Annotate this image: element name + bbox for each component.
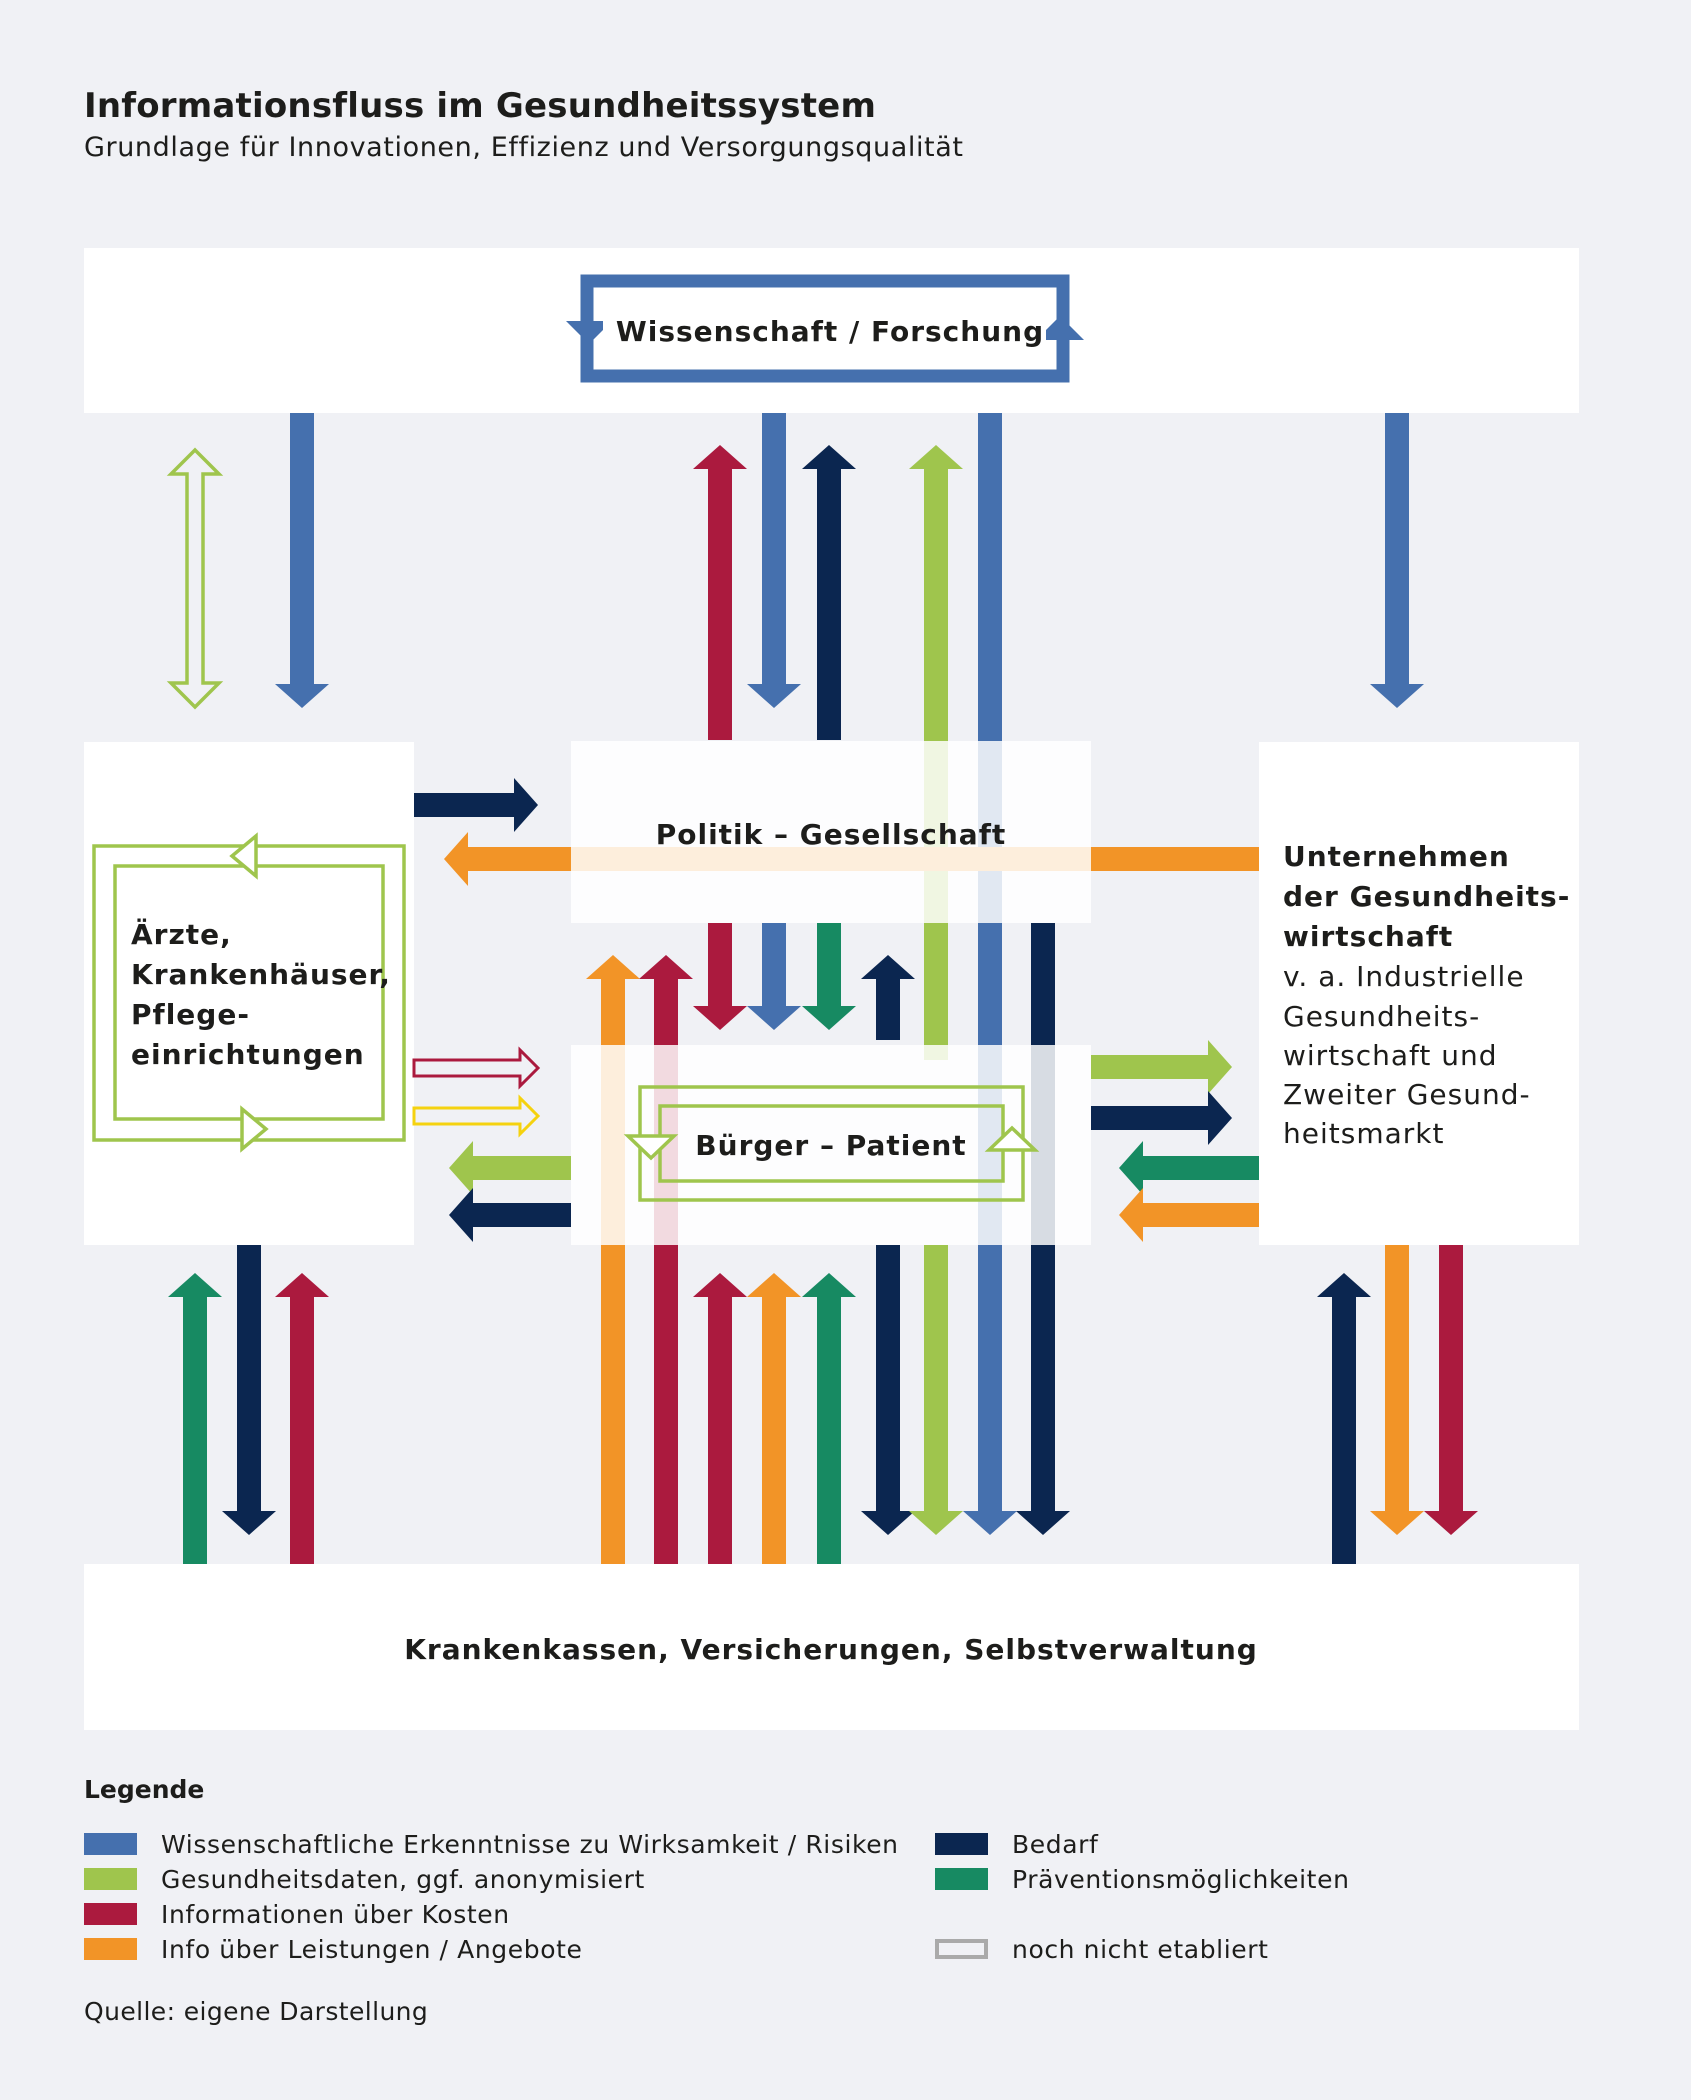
companies-line: wirtschaft: [1283, 920, 1453, 953]
legend-item: Gesundheitsdaten, ggf. anonymisiert: [84, 1864, 645, 1894]
legend-item: Bedarf: [935, 1829, 1098, 1859]
citizen-label: Bürger – Patient: [695, 1129, 966, 1162]
legend-label: Wissenschaftliche Erkenntnisse zu Wirksa…: [161, 1829, 899, 1859]
loop-arrowhead: [984, 1125, 1040, 1152]
flow-arrow: [802, 923, 856, 1030]
page-subtitle: Grundlage für Innovationen, Effizienz un…: [84, 132, 964, 163]
loops-layer: [92, 274, 1084, 1202]
flow-arrow: [449, 1141, 571, 1195]
pending-arrow: [166, 447, 224, 710]
companies-line: der Gesundheits-: [1283, 880, 1570, 913]
loop-arrowhead: [240, 1105, 269, 1153]
flow-arrow: [1317, 1273, 1371, 1564]
flow-arrow: [222, 1245, 276, 1535]
loop-arrowhead: [623, 1134, 679, 1161]
companies-line: wirtschaft und: [1283, 1039, 1498, 1072]
legend-swatch: [84, 1938, 137, 1960]
politics-label: Politik – Gesellschaft: [656, 818, 1007, 851]
flow-arrow: [1370, 1245, 1424, 1535]
legend-label: Präventionsmöglichkeiten: [1012, 1864, 1350, 1894]
box-companies: [1259, 742, 1579, 1245]
legend-item: noch nicht etabliert: [935, 1934, 1269, 1964]
legend-label: Gesundheitsdaten, ggf. anonymisiert: [161, 1864, 645, 1894]
loop-arrowhead: [566, 321, 612, 344]
legend-item: Wissenschaftliche Erkenntnisse zu Wirksa…: [84, 1829, 899, 1859]
flow-arrow: [449, 1188, 571, 1242]
legend-item: Informationen über Kosten: [84, 1899, 510, 1929]
pending-arrow: [412, 1094, 541, 1138]
flow-arrow: [802, 445, 856, 740]
flow-arrow: [693, 923, 747, 1030]
science-label-bg: [603, 293, 1046, 364]
flow-arrow: [639, 955, 693, 1564]
flow-arrow: [693, 445, 747, 740]
flow-arrow: [1119, 1188, 1259, 1242]
legend-swatch: [935, 1833, 988, 1855]
legend-swatch: [935, 1868, 988, 1890]
companies-line: Zweiter Gesund-: [1283, 1078, 1531, 1111]
box-doctors: [84, 742, 414, 1245]
box-politics: [571, 741, 1091, 923]
companies-label: Unternehmen der Gesundheits- wirtschaft …: [1283, 840, 1580, 1150]
flow-arrow: [802, 1273, 856, 1564]
companies-line: Unternehmen: [1283, 840, 1510, 873]
box-insurance: [84, 1564, 1579, 1730]
legend-swatch: [84, 1903, 137, 1925]
legend-label: Bedarf: [1012, 1829, 1099, 1859]
doctors-line: einrichtungen: [131, 1038, 365, 1071]
companies-line: v. a. Industrielle: [1283, 960, 1525, 993]
flow-arrow: [861, 1245, 915, 1535]
legend-label: Informationen über Kosten: [161, 1899, 510, 1929]
legend-item: Info über Leistungen / Angebote: [84, 1934, 582, 1964]
page-title: Informationsfluss im Gesundheitssystem: [84, 86, 877, 126]
flow-arrow: [275, 413, 329, 708]
flow-arrow: [693, 1273, 747, 1564]
legend-swatch-outline: [935, 1939, 988, 1959]
pending-arrow: [412, 1046, 541, 1090]
flow-arrow: [586, 955, 640, 1564]
flow-arrow: [1119, 1141, 1259, 1195]
loop-arrowhead: [229, 832, 258, 880]
insurance-label: Krankenkassen, Versicherungen, Selbstver…: [404, 1633, 1258, 1666]
legend-swatch: [84, 1833, 137, 1855]
legend-label: Info über Leistungen / Angebote: [161, 1934, 583, 1964]
flow-arrow: [909, 1245, 963, 1535]
legend-label: noch nicht etabliert: [1012, 1934, 1269, 1964]
doctors-line: Ärzte,: [131, 917, 232, 951]
flow-arrow: [963, 413, 1017, 1535]
legend-swatch: [84, 1868, 137, 1890]
science-label: Wissenschaft / Forschung: [616, 315, 1044, 348]
flow-arrow: [1091, 1040, 1232, 1094]
flow-arrow: [275, 1273, 329, 1564]
legend-item: Präventionsmöglichkeiten: [935, 1864, 1350, 1894]
flow-arrow: [414, 778, 538, 832]
doctors-line: Krankenhäuser,: [131, 958, 391, 991]
flow-arrow: [747, 1273, 801, 1564]
source-note: Quelle: eigene Darstellung: [84, 1997, 429, 2026]
flow-arrow: [1370, 413, 1424, 708]
flow-arrow: [861, 955, 915, 1040]
legend-heading: Legende: [84, 1775, 205, 1804]
loop-arrowhead: [1036, 316, 1084, 340]
companies-line: Gesundheits-: [1283, 1000, 1480, 1033]
flow-arrow: [1091, 1091, 1232, 1145]
flow-arrow: [1424, 1245, 1478, 1535]
flow-arrow: [168, 1273, 222, 1564]
flow-arrow: [747, 413, 801, 708]
flow-arrow: [747, 923, 801, 1030]
doctors-line: Pflege-: [131, 998, 250, 1031]
companies-line: heitsmarkt: [1283, 1117, 1444, 1150]
doctors-label: Ärzte, Krankenhäuser, Pflege- einrichtun…: [131, 917, 402, 1071]
